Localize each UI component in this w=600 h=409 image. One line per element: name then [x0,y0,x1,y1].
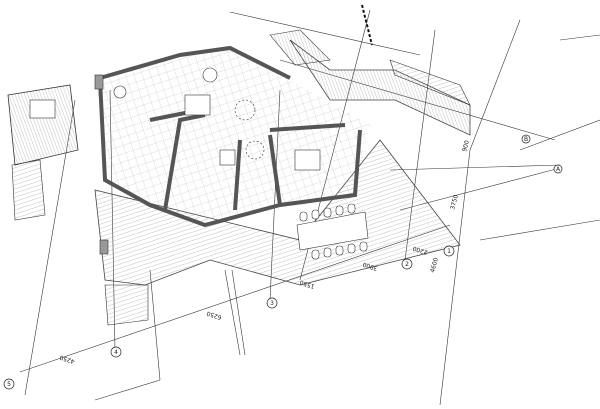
left-stairs [11,159,46,221]
axis-markers: 5 4 3 2 1 A B [3,134,563,390]
dim-1550: 1550 [299,278,316,289]
svg-text:A: A [556,166,561,173]
axis-marker-a: A [553,164,563,174]
svg-text:3: 3 [270,300,274,307]
axis-marker-4: 4 [110,346,122,358]
section-line [361,4,373,46]
dim-3900: 3900 [362,260,379,271]
right-stairs [389,59,471,106]
dim-4250: 4250 [59,353,76,364]
dim-3750: 3750 [449,194,460,211]
dim-2200: 2200 [412,244,429,255]
dining-table-left [29,99,56,119]
interior-floor [95,45,370,225]
svg-text:B: B [524,136,528,143]
dim-900: 900 [461,139,471,152]
left-terrace [7,84,79,166]
chairs [299,203,368,260]
dim-4600: 4600 [429,257,440,274]
axis-marker-b: B [521,134,531,144]
walls [98,45,362,228]
axis-marker-2: 2 [401,258,413,270]
svg-text:1: 1 [447,248,451,255]
right-deck [289,39,471,136]
axis-marker-5: 5 [3,378,15,390]
interior-fixtures [94,67,321,255]
axis-marker-1: 1 [443,245,455,257]
front-stairs [104,284,149,326]
axis-marker-3: 3 [266,297,278,309]
dim-6250: 6250 [206,309,223,320]
svg-text:4: 4 [114,349,118,356]
roof-area [269,29,331,66]
dining-table [296,203,369,260]
svg-text:2: 2 [405,261,409,268]
svg-text:5: 5 [7,381,11,388]
main-deck [94,139,461,286]
dimension-labels: 4250 6250 1550 3900 2200 4600 3750 900 [59,139,471,364]
